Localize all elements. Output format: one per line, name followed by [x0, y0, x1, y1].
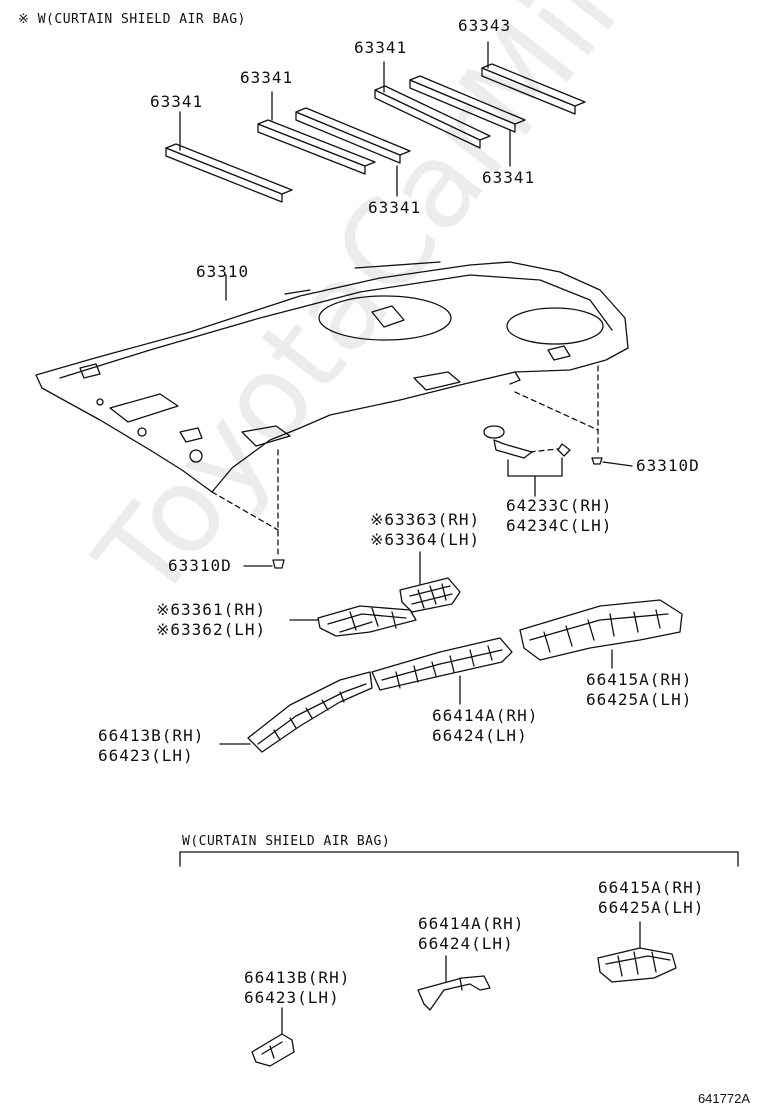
label-front-lh: 66423(LH)	[98, 746, 194, 765]
label-duct-mid-lh: ※63364(LH)	[370, 530, 481, 549]
label-center-rh: 66414A(RH)	[432, 706, 539, 725]
headliner-63310	[35, 261, 629, 493]
pad-63341-e	[409, 75, 526, 133]
label-sec-rear-rh: 66415A(RH)	[598, 878, 705, 897]
label-center-lh: 66424(LH)	[432, 726, 528, 745]
label-sec-center-rh: 66414A(RH)	[418, 914, 525, 933]
label-duct-front-lh: ※63362(LH)	[156, 620, 267, 639]
label-sec-center-lh: 66424(LH)	[418, 934, 514, 953]
label-63343: 63343	[458, 16, 512, 35]
label-63341-c: 63341	[354, 38, 408, 57]
section-bracket	[179, 851, 739, 867]
visor-holder	[483, 425, 571, 497]
pad-63341-d	[374, 85, 491, 149]
pad-63341-b	[257, 119, 376, 175]
pad-leaders	[179, 41, 511, 197]
label-63341-e: 63341	[368, 198, 422, 217]
label-sec-front-rh: 66413B(RH)	[244, 968, 351, 987]
clip-63310d-right	[591, 457, 633, 467]
label-headliner: 63310	[196, 262, 250, 281]
rail-66414a	[371, 637, 513, 705]
label-clip-left: 63310D	[168, 556, 232, 575]
figure-code: 641772A	[697, 1091, 750, 1106]
sec-part-66415a	[597, 921, 677, 983]
label-sec-front-lh: 66423(LH)	[244, 988, 340, 1007]
duct-63363	[399, 551, 461, 613]
rail-66413b	[219, 671, 373, 753]
sec-part-66413b	[251, 1007, 295, 1067]
sec-part-66414a	[417, 955, 491, 1011]
rail-66415a	[519, 599, 683, 669]
label-holder-lh: 64234C(LH)	[506, 516, 613, 535]
pad-63343	[481, 63, 586, 115]
label-clip-right: 63310D	[636, 456, 700, 475]
label-63341-d: 63341	[482, 168, 536, 187]
label-rear-rh: 66415A(RH)	[586, 670, 693, 689]
pad-63341-a	[165, 143, 293, 203]
label-63341-a: 63341	[150, 92, 204, 111]
label-duct-mid-rh: ※63363(RH)	[370, 510, 481, 529]
label-duct-front-rh: ※63361(RH)	[156, 600, 267, 619]
label-sec-rear-lh: 66425A(LH)	[598, 898, 705, 917]
clip-63310d-left	[243, 559, 285, 569]
label-rear-lh: 66425A(LH)	[586, 690, 693, 709]
label-holder-rh: 64233C(RH)	[506, 496, 613, 515]
label-63341-b: 63341	[240, 68, 294, 87]
label-front-rh: 66413B(RH)	[98, 726, 205, 745]
note-section: W(CURTAIN SHIELD AIR BAG)	[182, 834, 391, 849]
pad-63341-c	[295, 107, 411, 164]
note-top: ※ W(CURTAIN SHIELD AIR BAG)	[18, 12, 246, 27]
duct-63361	[289, 605, 417, 637]
